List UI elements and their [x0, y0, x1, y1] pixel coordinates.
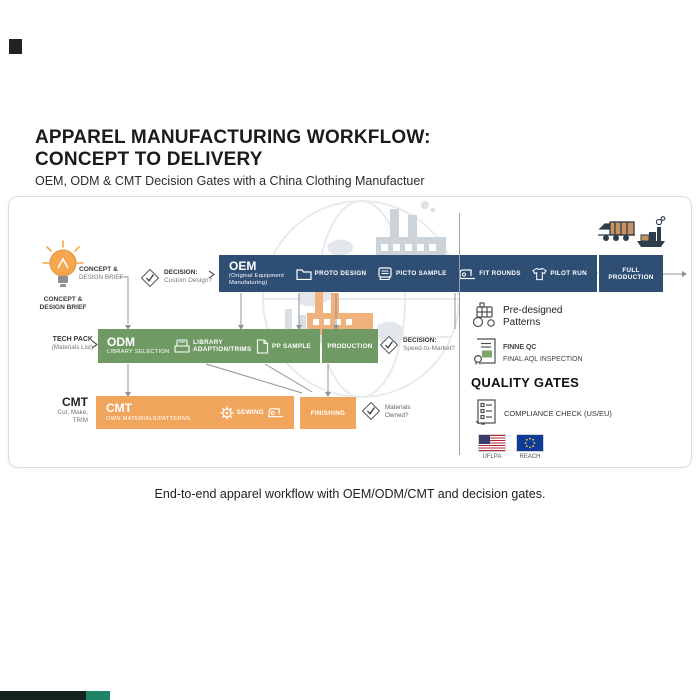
decision-diamond-check-icon [361, 401, 381, 421]
edge-artifact-bottom [0, 691, 86, 700]
arrow-right-icon [208, 270, 215, 279]
uflpa-flag-item: UFLPA [478, 434, 506, 460]
tech-pack-label: TECH PACK (Materials List) [51, 336, 93, 351]
gear-icon [220, 406, 234, 419]
certificate-icon [473, 338, 496, 365]
decision-diamond-check-icon [379, 335, 399, 355]
card-file-icon [174, 339, 190, 353]
us-flag-icon [478, 434, 506, 452]
quality-gates-heading: QUALITY GATES [471, 375, 580, 390]
tshirt-icon [532, 267, 548, 280]
page-title: APPAREL MANUFACTURING WORKFLOW: CONCEPT … [35, 127, 431, 171]
oem-band-title: OEM (Original Equipment Manufaturing) [229, 258, 285, 287]
full-production-box: FULL PRODUCTION [599, 255, 663, 292]
decision-custom-design: DECISION: Custom Design? [164, 269, 213, 284]
production-box: PRODUCTION [322, 329, 378, 363]
decision-speed-to-market: DECISION: Speed-to-Market? [403, 337, 456, 352]
reach-flag-item: REACH [516, 434, 544, 460]
connector-lines [119, 271, 687, 397]
lightbulb-icon [42, 240, 84, 287]
concept-brief-label: CONCEPT & DESIGN BRIEF [39, 296, 87, 311]
cmt-side-label: CMT Cut, Make, TRIM [57, 395, 88, 425]
odm-step-library-adaption: LIBRARY ADAPTION/TRIMS [174, 339, 251, 353]
decision-diamond-check-icon [140, 268, 160, 288]
oem-step-fit-rounds: FIT ROUNDS [458, 267, 520, 281]
sewing-machine-icon [268, 408, 283, 418]
workflow-panel: CONCEPT & DESIGN BRIEF CONCEPT & DESIGN … [8, 196, 692, 468]
reach-label: REACH [519, 454, 541, 460]
edge-artifact-top [9, 39, 22, 54]
pre-designed-patterns-label: Pre-designed Patterns [503, 305, 563, 328]
cmt-band-title: CMT OWN MATERIALS/PATTERNS [106, 401, 191, 422]
eu-flag-icon [516, 434, 544, 452]
oem-step-proto-design: PROTO DESIGN [296, 268, 367, 280]
printer-icon [378, 267, 392, 280]
document-icon [256, 338, 269, 354]
pattern-icon [472, 302, 495, 328]
uflpa-label: UFLPA [482, 454, 502, 460]
oem-step-pilot-run: PILOT RUN [532, 267, 587, 281]
edge-artifact-bottom-green [86, 691, 110, 700]
finishing-box: FINISHING [300, 397, 356, 429]
odm-band-title: ODM LIBRARY SELECTION [107, 334, 170, 356]
odm-step-pp-sample: PP SAMPLE [256, 338, 311, 354]
checklist-icon [475, 399, 496, 425]
oem-process-band: OEM (Original Equipment Manufaturing) PR… [219, 255, 597, 292]
folder-icon [296, 268, 312, 280]
sewing-machine-icon [459, 268, 476, 279]
section-divider [459, 213, 460, 455]
concept-brief-side-label: CONCEPT & DESIGN BRIEF [79, 266, 124, 281]
compliance-check-label: COMPLIANCE CHECK (US/EU) [504, 409, 612, 418]
arrow-right-icon [91, 340, 98, 349]
decision-materials-owned: Materials Owned? [385, 404, 411, 419]
page-title-line1: APPAREL MANUFACTURING WORKFLOW: [35, 127, 431, 148]
page-title-line2: CONCEPT TO DELIVERY [35, 149, 263, 170]
odm-process-band: ODM LIBRARY SELECTION LIBRARY ADAPTION/T… [98, 329, 320, 363]
truck-ship-delivery-icon [598, 216, 666, 247]
cmt-process-band: CMT OWN MATERIALS/PATTERNS SEWING [96, 396, 294, 429]
oem-step-picto-sample: PICTO SAMPLE [378, 267, 447, 280]
final-qc-label: FINNE QC FINAL AQL INSPECTION [503, 344, 583, 363]
figure-caption: End-to-end apparel workflow with OEM/ODM… [154, 487, 546, 501]
cmt-step-sewing: SEWING [220, 406, 284, 420]
page-subtitle: OEM, ODM & CMT Decision Gates with a Chi… [35, 174, 425, 188]
